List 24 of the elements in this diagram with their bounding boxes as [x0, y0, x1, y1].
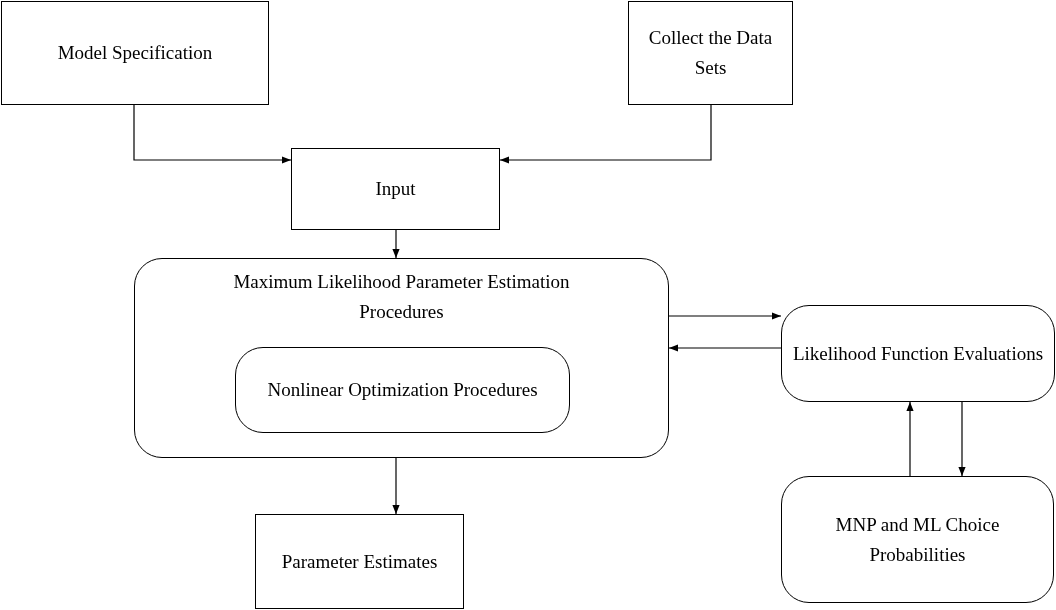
- box-label: Nonlinear Optimization Procedures: [267, 378, 538, 402]
- box-label: MNP and ML Choice Probabilities: [834, 512, 1001, 567]
- rounded-process-box: [134, 258, 669, 458]
- box-label: Parameter Estimates: [281, 549, 438, 574]
- box-label: Model Specification: [57, 41, 213, 65]
- process-box: [255, 514, 464, 609]
- arrow: [958, 401, 966, 477]
- box-label: Maximum Likelihood Parameter Estimation Procedures: [232, 270, 571, 324]
- arrow: [668, 344, 782, 352]
- box-label: Input: [375, 177, 416, 201]
- arrow: [668, 312, 782, 320]
- box-label: Collect the Data Sets: [647, 26, 774, 80]
- arrow: [392, 457, 400, 515]
- process-box: [628, 1, 793, 105]
- arrow: [906, 401, 914, 477]
- rounded-process-box: [781, 476, 1054, 603]
- process-box: [291, 148, 500, 230]
- box-label: Likelihood Function Evaluations: [792, 341, 1044, 366]
- arrow: [499, 104, 712, 164]
- rounded-process-box: [781, 305, 1055, 402]
- process-box: [1, 1, 269, 105]
- arrow: [133, 104, 292, 164]
- rounded-process-box: [235, 347, 570, 433]
- arrow: [392, 229, 400, 259]
